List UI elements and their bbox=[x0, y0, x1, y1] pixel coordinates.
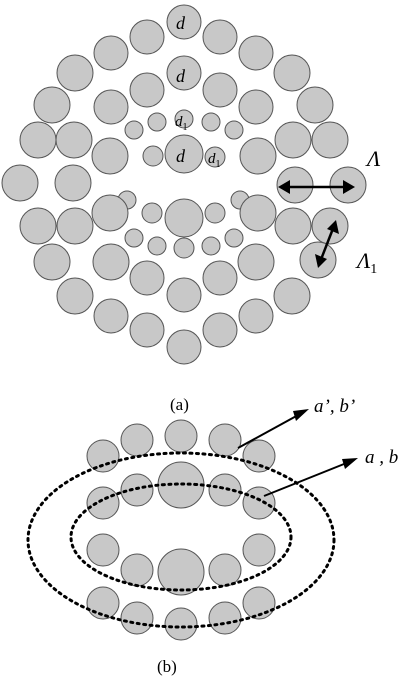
air-hole-50 bbox=[92, 243, 130, 281]
air-hole-19 bbox=[224, 120, 244, 140]
label-d-second: d bbox=[176, 66, 186, 86]
air-hole-22 bbox=[164, 134, 204, 174]
air-hole-23 bbox=[55, 121, 93, 159]
air-hole-61 bbox=[238, 298, 274, 334]
outer-ring-ellipse bbox=[26, 451, 336, 629]
caption-b: (b) bbox=[157, 657, 177, 676]
air-hole-21 bbox=[204, 146, 226, 168]
ring-hole-3 bbox=[208, 423, 242, 457]
ring-hole-9 bbox=[86, 486, 120, 520]
panel-a-hole-lattice bbox=[1, 4, 367, 365]
air-hole-57 bbox=[93, 298, 129, 334]
ring-hole-17 bbox=[120, 601, 154, 635]
air-hole-26 bbox=[311, 121, 349, 159]
label-ring-inner: a , b bbox=[365, 447, 398, 468]
ring-hole-14 bbox=[208, 553, 242, 587]
air-hole-12 bbox=[238, 89, 274, 125]
label-d-center: d bbox=[176, 146, 186, 166]
air-hole-3 bbox=[129, 19, 165, 55]
inner-ring-pointer-arrow bbox=[263, 458, 358, 497]
ring-hole-10 bbox=[242, 486, 276, 520]
air-hole-36 bbox=[204, 202, 226, 224]
air-hole-58 bbox=[129, 312, 165, 348]
air-hole-45 bbox=[147, 236, 167, 256]
label-lambda1: Λ1 bbox=[355, 248, 377, 277]
air-hole-54 bbox=[237, 243, 275, 281]
label-lambda: Λ bbox=[365, 146, 381, 171]
label-d-top: d bbox=[176, 13, 186, 33]
air-hole-60 bbox=[202, 312, 238, 348]
air-hole-31 bbox=[276, 166, 314, 204]
air-hole-25 bbox=[19, 121, 57, 159]
air-hole-16 bbox=[147, 112, 167, 132]
air-hole-13 bbox=[33, 86, 71, 124]
air-hole-28 bbox=[239, 137, 277, 175]
outer-ring-pointer-arrow bbox=[237, 409, 309, 449]
air-hole-49 bbox=[33, 243, 71, 281]
air-hole-17 bbox=[174, 109, 194, 129]
air-hole-2 bbox=[202, 19, 238, 55]
air-hole-42 bbox=[274, 207, 312, 245]
air-hole-30 bbox=[54, 164, 92, 202]
air-hole-52 bbox=[166, 277, 202, 313]
air-hole-53 bbox=[202, 260, 238, 296]
ring-hole-11 bbox=[86, 533, 120, 567]
label-d1-upper: d1 bbox=[175, 114, 188, 133]
air-hole-48 bbox=[224, 228, 244, 248]
air-hole-56 bbox=[56, 277, 94, 315]
lambda1-arrow bbox=[315, 220, 339, 268]
ring-hole-6 bbox=[120, 473, 154, 507]
label-d1-right: d1 bbox=[208, 151, 221, 170]
inner-ring-ellipse bbox=[69, 482, 293, 592]
ring-hole-12 bbox=[242, 533, 276, 567]
air-hole-4 bbox=[238, 35, 274, 71]
air-hole-41 bbox=[239, 194, 277, 232]
ring-hole-19 bbox=[208, 601, 242, 635]
air-hole-9 bbox=[129, 72, 165, 108]
air-hole-40 bbox=[91, 194, 129, 232]
air-hole-11 bbox=[93, 89, 129, 125]
air-hole-47 bbox=[201, 236, 221, 256]
ring-hole-1 bbox=[120, 423, 154, 457]
air-hole-7 bbox=[56, 54, 94, 92]
label-ring-outer: a’, b’ bbox=[314, 396, 355, 417]
ring-hole-16 bbox=[86, 586, 120, 620]
air-hole-20 bbox=[142, 145, 164, 167]
air-hole-27 bbox=[274, 121, 312, 159]
air-hole-29 bbox=[1, 164, 39, 202]
air-hole-39 bbox=[56, 207, 94, 245]
ring-hole-4 bbox=[86, 439, 120, 473]
air-hole-38 bbox=[19, 207, 57, 245]
panel-b-hole-rings bbox=[86, 419, 276, 641]
ring-hole-13 bbox=[120, 553, 154, 587]
air-hole-10 bbox=[202, 72, 238, 108]
air-hole-51 bbox=[129, 260, 165, 296]
ring-hole-18 bbox=[164, 607, 198, 641]
air-hole-6 bbox=[273, 54, 311, 92]
air-hole-1 bbox=[166, 4, 202, 40]
lambda-arrow bbox=[278, 180, 355, 194]
air-hole-59 bbox=[166, 329, 202, 365]
caption-a: (a) bbox=[170, 395, 189, 414]
air-hole-62 bbox=[273, 277, 311, 315]
ring-hole-5 bbox=[242, 439, 276, 473]
air-hole-18 bbox=[201, 112, 221, 132]
ring-hole-15 bbox=[157, 548, 205, 596]
air-hole-37 bbox=[164, 198, 204, 238]
air-hole-5 bbox=[93, 35, 129, 71]
air-hole-24 bbox=[91, 137, 129, 175]
air-hole-14 bbox=[296, 86, 334, 124]
air-hole-8 bbox=[166, 55, 202, 91]
ring-hole-2 bbox=[164, 419, 198, 453]
air-hole-44 bbox=[124, 228, 144, 248]
ring-hole-7 bbox=[208, 473, 242, 507]
air-hole-46 bbox=[173, 237, 195, 259]
air-hole-15 bbox=[124, 120, 144, 140]
air-hole-35 bbox=[141, 202, 163, 224]
